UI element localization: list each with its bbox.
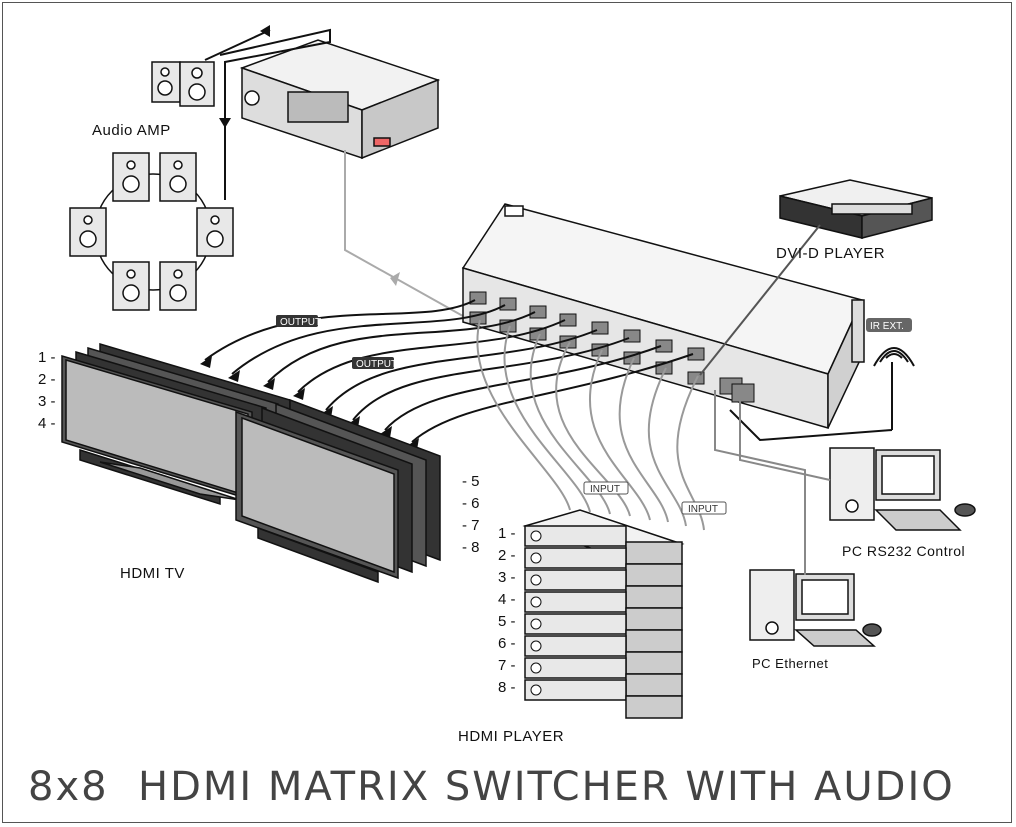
ir-ext-label: IR EXT. [870,321,904,332]
svg-text:8 -: 8 - [498,679,516,696]
audio-amp-label: Audio AMP [92,122,171,139]
tv-numbers-right: - 5 - 6 - 7 - 8 [462,473,480,556]
hdmi-tv-label: HDMI TV [120,565,185,582]
hdmi-tv-right-stack [235,398,441,584]
matrix-switcher [461,203,865,429]
svg-text:2 -: 2 - [38,371,56,388]
dvi-player-device [779,179,933,239]
pc-rs232 [829,447,976,531]
hdmi-player-stack [522,509,685,719]
pc-rs232-label: PC RS232 Control [842,543,965,559]
output-tag-1: OUTPUT [276,315,321,328]
amp-arrow [390,272,400,286]
player-knobs [530,530,542,696]
pc-ethernet [749,569,882,647]
svg-text:7 -: 7 - [498,657,516,674]
input-tag-2: INPUT [681,501,727,515]
svg-text:INPUT: INPUT [590,484,620,495]
svg-text:1 -: 1 - [498,525,516,542]
amp-to-matrix-cable [344,150,471,321]
svg-text:- 5: - 5 [462,473,480,490]
svg-text:4 -: 4 - [498,591,516,608]
hdmi-tv-left-stack [61,342,291,506]
output-tag-2: OUTPUT [352,357,397,370]
ir-extender [729,318,915,442]
speaker-pair [151,61,215,107]
rs232-cable [739,400,831,481]
dvi-cable [699,224,821,376]
svg-text:2 -: 2 - [498,547,516,564]
svg-text:6 -: 6 - [498,635,516,652]
svg-text:INPUT: INPUT [688,504,718,515]
tv-numbers-left: 1 - 2 - 3 - 4 - [38,349,56,432]
svg-text:- 7: - 7 [462,517,480,534]
input-tag-1: INPUT [583,481,629,495]
pc-ethernet-label: PC Ethernet [752,656,828,671]
audio-arrow-2 [260,25,270,37]
svg-text:1 -: 1 - [38,349,56,366]
output-cables [204,299,694,443]
page-title: 8x8 HDMI MATRIX SWITCHER WITH AUDIO [28,764,955,810]
audio-amp-device [239,39,441,160]
svg-text:3 -: 3 - [38,393,56,410]
dvi-player-label: DVI-D PLAYER [776,245,885,262]
svg-text:4 -: 4 - [38,415,56,432]
svg-text:OUTPUT: OUTPUT [356,359,397,370]
svg-text:OUTPUT: OUTPUT [280,317,321,328]
audio-arrow [219,118,231,128]
ethernet-cable [714,390,806,575]
svg-text:5 -: 5 - [498,613,516,630]
hdmi-player-label: HDMI PLAYER [458,728,564,745]
player-numbers: 1 - 2 - 3 - 4 - 5 - 6 - 7 - 8 - [498,525,516,696]
speaker-ring [69,152,234,311]
audio-cables [204,28,331,200]
svg-text:- 8: - 8 [462,539,480,556]
svg-text:- 6: - 6 [462,495,480,512]
svg-text:3 -: 3 - [498,569,516,586]
